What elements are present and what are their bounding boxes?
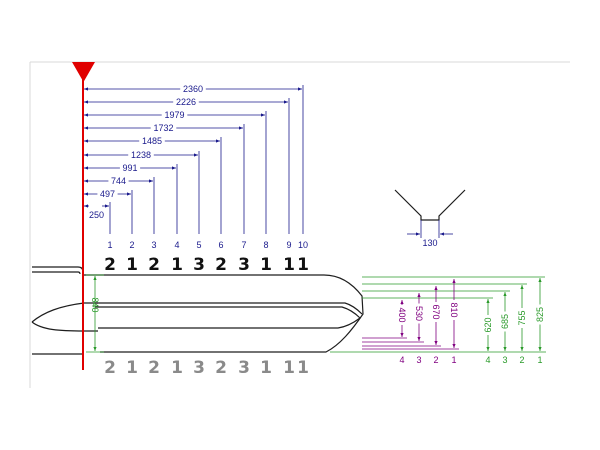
top-digit: 1 bbox=[260, 255, 272, 275]
profile-inner-upper bbox=[95, 302, 363, 315]
dimension-label-bg bbox=[119, 163, 141, 172]
green-dimension-label: 620 bbox=[483, 317, 493, 332]
dimension-label: 1732 bbox=[153, 123, 173, 133]
top-digit: 3 bbox=[238, 255, 250, 275]
dimension-label: 1979 bbox=[164, 110, 184, 120]
bottom-digit: 1 bbox=[297, 358, 309, 378]
position-label: 6 bbox=[218, 240, 223, 250]
bottom-digit: 2 bbox=[104, 358, 116, 378]
purple-index-label: 2 bbox=[433, 355, 438, 365]
dimension-label-bg bbox=[108, 176, 129, 185]
bottom-digit: 1 bbox=[171, 358, 183, 378]
horizontal-dimensions: 2360 2226 1979 1732 1485 1238 991 744 497 250 bbox=[84, 84, 304, 234]
groove-dim-label: 130 bbox=[422, 238, 437, 248]
dimension-label-bg bbox=[180, 84, 206, 93]
position-label: 5 bbox=[196, 240, 201, 250]
position-label: 2 bbox=[129, 240, 134, 250]
profile-outline bbox=[32, 266, 364, 353]
green-label-bg bbox=[483, 315, 493, 335]
height-dimension: 840 bbox=[86, 274, 104, 353]
top-digit: 1 bbox=[126, 255, 138, 275]
position-label: 3 bbox=[151, 240, 156, 250]
bottom-digit: 1 bbox=[126, 358, 138, 378]
green-dimension-label: 685 bbox=[500, 314, 510, 329]
top-digit: 2 bbox=[148, 255, 160, 275]
green-dimension-label: 755 bbox=[517, 310, 527, 325]
profile-section bbox=[31, 266, 364, 355]
top-digit: 1 bbox=[297, 255, 309, 275]
dimension-label-bg bbox=[97, 189, 118, 198]
dimension-label-bg bbox=[173, 97, 199, 106]
purple-label-bg bbox=[449, 300, 459, 320]
top-digit: 2 bbox=[104, 255, 116, 275]
dimension-label: 2226 bbox=[176, 97, 196, 107]
position-label: 8 bbox=[263, 240, 268, 250]
bottom-digit: 3 bbox=[238, 358, 250, 378]
position-label: 10 bbox=[298, 240, 308, 250]
green-vertical-dimensions: 620 4 685 3 755 2 825 1 bbox=[330, 276, 546, 365]
green-index-label: 3 bbox=[502, 355, 507, 365]
purple-index-label: 3 bbox=[416, 355, 421, 365]
purple-index-label: 4 bbox=[399, 355, 404, 365]
dimension-label: 1485 bbox=[142, 136, 162, 146]
position-labels: 1 2 3 4 5 6 7 8 9 10 bbox=[107, 240, 308, 250]
bottom-digit: 2 bbox=[148, 358, 160, 378]
dimension-label: 1238 bbox=[131, 150, 151, 160]
green-index-label: 1 bbox=[537, 355, 542, 365]
bottom-digit: 1 bbox=[283, 358, 295, 378]
dimension-label: 744 bbox=[111, 176, 126, 186]
dimension-label: 991 bbox=[122, 163, 137, 173]
groove-outline bbox=[394, 189, 466, 221]
height-dim-label: 840 bbox=[90, 297, 100, 312]
dimension-label-bg bbox=[139, 136, 165, 145]
top-digit: 3 bbox=[193, 255, 205, 275]
top-digit: 1 bbox=[283, 255, 295, 275]
dimension-label: 497 bbox=[100, 189, 115, 199]
position-label: 1 bbox=[107, 240, 112, 250]
green-label-bg bbox=[500, 311, 510, 332]
dimension-label-bg bbox=[161, 110, 188, 119]
purple-vertical-dimensions: 400 4 530 3 670 2 810 1 bbox=[362, 279, 459, 365]
datum-marker-icon bbox=[72, 62, 95, 82]
top-digit: 2 bbox=[215, 255, 227, 275]
bottom-digit: 1 bbox=[260, 358, 272, 378]
green-index-label: 4 bbox=[485, 355, 490, 365]
green-index-label: 2 bbox=[519, 355, 524, 365]
position-label: 7 bbox=[241, 240, 246, 250]
purple-label-bg bbox=[397, 305, 407, 325]
purple-dimension-label: 530 bbox=[414, 306, 424, 321]
dimension-label: 250 bbox=[89, 210, 104, 220]
top-digit: 1 bbox=[171, 255, 183, 275]
purple-label-bg bbox=[431, 302, 441, 322]
green-label-bg bbox=[535, 304, 545, 325]
green-dimension-label: 825 bbox=[535, 307, 545, 322]
green-label-bg bbox=[517, 308, 527, 328]
dimension-label-bg bbox=[150, 123, 177, 132]
profile-left-lower bbox=[31, 321, 98, 332]
purple-dimension-label: 670 bbox=[431, 304, 441, 319]
dimension-label-bg bbox=[128, 150, 154, 159]
position-label: 9 bbox=[286, 240, 291, 250]
position-label: 4 bbox=[174, 240, 179, 250]
groove-detail: 130 bbox=[394, 189, 466, 248]
purple-index-label: 1 bbox=[451, 355, 456, 365]
purple-dimension-label: 400 bbox=[397, 307, 407, 322]
profile-left-inner-top bbox=[32, 271, 81, 275]
profile-inner-curve bbox=[95, 306, 361, 329]
dimension-label: 2360 bbox=[183, 84, 203, 94]
profile-left-upper bbox=[31, 302, 98, 323]
purple-label-bg bbox=[414, 303, 424, 324]
bottom-digit: 3 bbox=[193, 358, 205, 378]
purple-dimension-label: 810 bbox=[449, 302, 459, 317]
bottom-digit: 2 bbox=[215, 358, 227, 378]
